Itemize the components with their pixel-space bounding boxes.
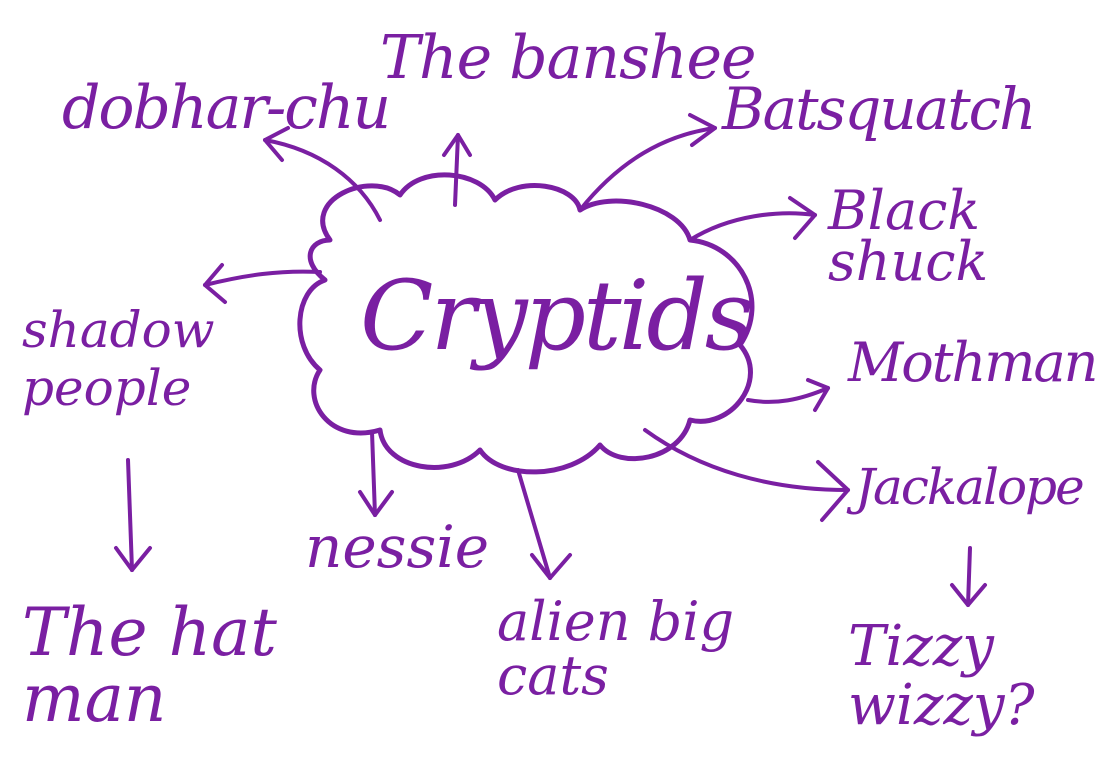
node-hat-man: The hat man (22, 594, 277, 737)
arrow-to-hat-man (126, 458, 134, 572)
node-dobhar-chu: dobhar-chu (62, 73, 391, 143)
node-alien-big-cats: alien big cats (497, 590, 735, 707)
node-banshee: The banshee (380, 23, 757, 93)
arrowhead-jackalope (816, 460, 850, 522)
arrowhead-black-shuck (788, 196, 817, 240)
node-nessie: nessie (305, 513, 490, 581)
arrowhead-nessie (358, 490, 394, 517)
arrowhead-shadow-people (203, 263, 227, 304)
arrow-to-nessie (370, 430, 377, 517)
node-jackalope: Jackalope (855, 458, 1085, 516)
arrowhead-tizzy-wizzy (950, 583, 987, 607)
arrow-to-batsquatch (578, 126, 717, 212)
arrow-to-black-shuck (688, 211, 817, 242)
node-shadow-people: shadow people (22, 301, 215, 417)
arrow-to-mothman (746, 386, 830, 404)
cloud-outline (297, 172, 755, 475)
arrow-to-shadow-people (203, 269, 322, 287)
arrowhead-batsquatch (688, 113, 717, 147)
node-black-shuck: Black shuck (828, 179, 989, 294)
arrow-to-tizzy-wizzy (966, 546, 972, 607)
arrowhead-dobhar-chu (263, 126, 290, 162)
arrow-to-banshee (453, 133, 460, 207)
arrowhead-alien-big-cats (530, 553, 572, 580)
node-batsquatch: Batsquatch (722, 75, 1036, 143)
arrowhead-mothman (806, 378, 830, 412)
node-tizzy-wizzy: Tizzy wizzy? (848, 614, 1035, 738)
arrow-to-jackalope (643, 428, 850, 492)
arrow-to-dobhar-chu (263, 138, 382, 222)
node-mothman: Mothman (848, 331, 1098, 394)
arrowhead-hat-man (114, 546, 152, 572)
center-label: Cryptids (360, 260, 754, 372)
arrowhead-banshee (442, 133, 472, 157)
arrow-to-alien-big-cats (516, 468, 552, 580)
